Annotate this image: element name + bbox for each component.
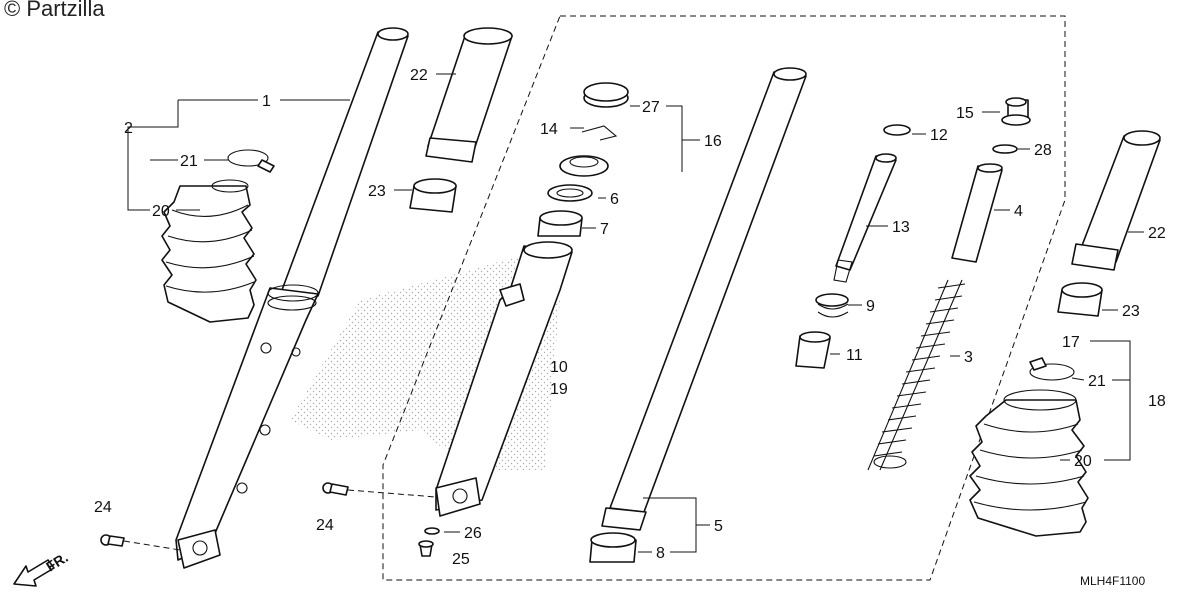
slider-outer-tube (435, 241, 573, 517)
assembly-outline (382, 15, 1066, 581)
callout-1: 1 (262, 93, 271, 110)
callout-24-center: 24 (316, 517, 334, 534)
front-direction-arrow: FR. (13, 549, 71, 587)
leader-lines (127, 73, 1144, 553)
callout-8: 8 (656, 545, 665, 562)
callout-25: 25 (452, 551, 470, 568)
dust-boot-right (969, 389, 1089, 537)
callout-7: 7 (600, 221, 609, 238)
callout-20-right: 20 (1074, 453, 1092, 470)
callout-9: 9 (866, 298, 875, 315)
callout-24-left: 24 (94, 499, 112, 516)
watermark: © Partzilla (4, 0, 105, 21)
callout-5: 5 (714, 518, 723, 535)
callout-22-left: 22 (410, 67, 428, 84)
callout-10: 10 (550, 359, 568, 376)
callout-2: 2 (124, 120, 133, 137)
callout-15: 15 (956, 105, 974, 122)
fork-cover-right (1071, 130, 1161, 271)
callout-27: 27 (642, 99, 660, 116)
damper-rod-group (795, 124, 911, 369)
fork-cover-upper (425, 27, 513, 163)
callout-17: 17 (1062, 334, 1080, 351)
bolt-24-left (100, 534, 181, 551)
inner-fork-tube (601, 67, 807, 531)
bolt-25 (418, 540, 434, 557)
callout-14: 14 (540, 121, 558, 138)
spacer-pipe (951, 163, 1003, 263)
callout-numbers: 1 2 21 20 22 23 27 14 16 6 7 10 19 5 8 1… (94, 67, 1166, 568)
oil-seal-stack (537, 82, 629, 237)
clamp-band-right (1029, 357, 1075, 381)
callout-19: 19 (550, 381, 568, 398)
fork-guide-right (1057, 282, 1103, 317)
callout-13: 13 (892, 219, 910, 236)
callout-18: 18 (1148, 393, 1166, 410)
callout-23-left: 23 (368, 183, 386, 200)
callout-22-right: 22 (1148, 225, 1166, 242)
callout-3: 3 (964, 349, 973, 366)
slide-bushing (589, 532, 637, 563)
washer-26 (424, 527, 440, 535)
callout-11: 11 (846, 347, 863, 364)
drawing-code: MLH4F1100 (1080, 574, 1145, 588)
dust-boot-left (161, 179, 257, 323)
callout-28: 28 (1034, 142, 1052, 159)
callout-20-left: 20 (152, 203, 170, 220)
fork-guide-left (409, 178, 457, 213)
callout-4: 4 (1014, 203, 1023, 220)
fork-spring (867, 279, 966, 471)
bolt-24-center (322, 482, 437, 498)
callout-21-right: 21 (1088, 373, 1106, 390)
callout-6: 6 (610, 191, 619, 208)
callout-23-right: 23 (1122, 303, 1140, 320)
callout-21-left: 21 (180, 153, 198, 170)
fork-leg-assembly (175, 27, 409, 569)
clamp-band-left (227, 149, 275, 173)
callout-26: 26 (464, 525, 482, 542)
callout-16: 16 (704, 133, 722, 150)
callout-12: 12 (930, 127, 948, 144)
fork-bolt-group (992, 97, 1031, 154)
